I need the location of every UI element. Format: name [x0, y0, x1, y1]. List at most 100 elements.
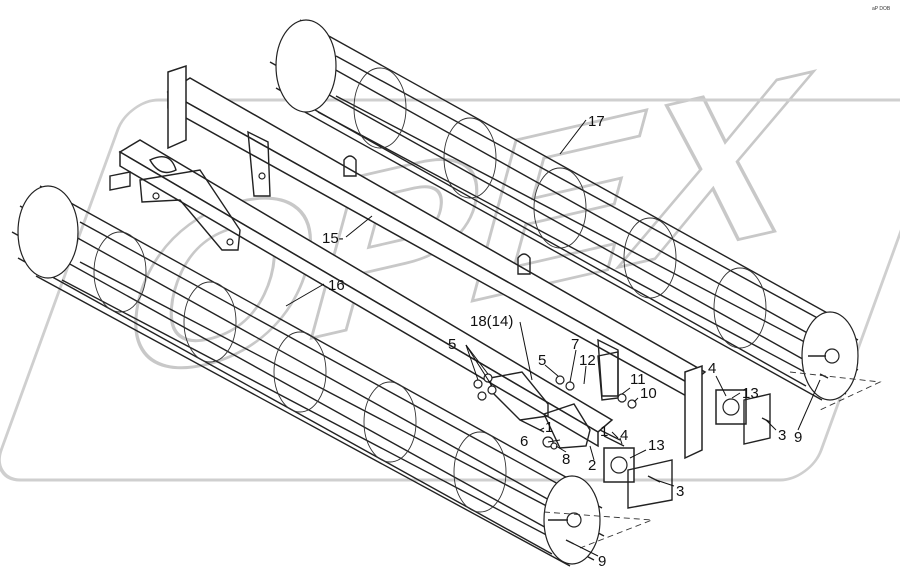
roller-bar: [275, 87, 807, 387]
callout-4: 4: [708, 360, 716, 377]
roller-bar: [293, 105, 823, 401]
key-9b: [565, 539, 575, 545]
callout-18-14: 18(14): [470, 313, 513, 330]
roller-ring: [93, 231, 147, 313]
lift-eye-2: [517, 253, 531, 275]
roller-hub: [566, 512, 582, 528]
leader-17: [559, 119, 587, 155]
washer-7: [565, 381, 575, 391]
callout-10: 10: [640, 385, 657, 402]
roller-bar: [35, 275, 571, 567]
roller-ring: [353, 67, 407, 149]
callout-5: 5: [538, 352, 546, 369]
callout-13: 13: [742, 385, 759, 402]
bracket-plate-2: [543, 403, 591, 449]
nut-11: [617, 393, 627, 403]
callout-9: 9: [598, 553, 606, 570]
leader-lines: [285, 119, 821, 557]
leader-5a-2: [465, 344, 489, 375]
roller-ring: [533, 167, 587, 249]
roller-bar: [11, 231, 551, 531]
callout-9: 9: [794, 429, 802, 446]
leader-15: [345, 215, 373, 238]
corner-mark: aP DOB: [872, 6, 891, 12]
nut-5: [473, 379, 483, 389]
leader-7: [569, 349, 577, 383]
mount-plate-3-front: [627, 459, 673, 509]
callout-12: 12: [579, 352, 596, 369]
lift-eye-1: [343, 155, 357, 177]
roller-ring: [183, 281, 237, 363]
roller-bar: [335, 95, 859, 371]
leader-6: [547, 439, 561, 443]
callout-11: 11: [630, 371, 646, 388]
leader-2: [589, 445, 595, 461]
roller-bar: [281, 39, 821, 341]
callout-labels: 17 15- 16 18(14) 5 5 7 12 11 10 4 13 3 9…: [322, 113, 802, 570]
callout-6: 6: [520, 433, 528, 450]
leader-4b: [619, 437, 623, 445]
roller-ring: [623, 217, 677, 299]
callout-2: 2: [588, 457, 596, 474]
callout-1: 1: [600, 423, 608, 440]
leader-12: [583, 365, 587, 385]
leader-3a: [765, 419, 777, 431]
frame-beam-lower-front: [119, 150, 599, 448]
nut-5b: [555, 375, 565, 385]
callout-7: 7: [571, 336, 579, 353]
nut-5: [487, 385, 497, 395]
roller-bar: [269, 61, 809, 363]
roller-bar: [335, 55, 859, 341]
leader-1a: [539, 427, 545, 431]
front-roller: [11, 185, 605, 567]
callout-17: 17: [588, 113, 605, 130]
leader-4a: [715, 375, 727, 397]
roller-ring: [17, 185, 79, 279]
bracket-hole: [258, 172, 266, 180]
callout-4: 4: [620, 427, 628, 444]
roller-bar: [61, 279, 595, 561]
roller-bar: [317, 111, 847, 395]
roller-bar: [79, 261, 605, 537]
main-frame: [109, 64, 707, 460]
side-lug: [109, 171, 131, 191]
callout-8: 8: [562, 451, 570, 468]
leader-11: [621, 387, 631, 395]
bearing-rear: [722, 398, 740, 416]
plate-hole: [152, 192, 160, 200]
bearing-front: [610, 456, 628, 474]
leader-1b: [611, 431, 619, 439]
callout-16: 16: [328, 277, 345, 294]
leader-13a: [731, 392, 741, 399]
leader-16: [285, 283, 325, 307]
frame-post-left: [167, 64, 187, 150]
frame-bracket-left: [247, 130, 271, 197]
mount-plate-left: [139, 169, 241, 251]
leader-8: [555, 445, 567, 453]
bolt-1b: [599, 429, 621, 441]
roller-bar: [79, 221, 603, 509]
rear-roller: [269, 19, 859, 401]
roller-ring: [275, 19, 337, 113]
mount-plate-3-rear: [743, 393, 771, 445]
leader-3b: [655, 479, 675, 487]
frame-post-right: [684, 364, 703, 460]
bearing-disk-left: [149, 156, 177, 174]
nut-5: [477, 391, 487, 401]
leader-9b: [573, 543, 599, 557]
callout-5: 5: [448, 336, 456, 353]
roller-bar: [299, 19, 841, 321]
roller-ring: [713, 267, 767, 349]
nut-8: [550, 442, 558, 450]
watermark-outline: [0, 98, 900, 482]
callout-15: 15-: [322, 230, 344, 247]
roller-ring: [453, 431, 507, 513]
leader-5a-1: [465, 344, 479, 381]
callout-3: 3: [676, 483, 684, 500]
callout-13: 13: [648, 437, 665, 454]
leader-5a-3: [465, 344, 493, 387]
callout-3: 3: [778, 427, 786, 444]
roller-ring: [273, 331, 327, 413]
